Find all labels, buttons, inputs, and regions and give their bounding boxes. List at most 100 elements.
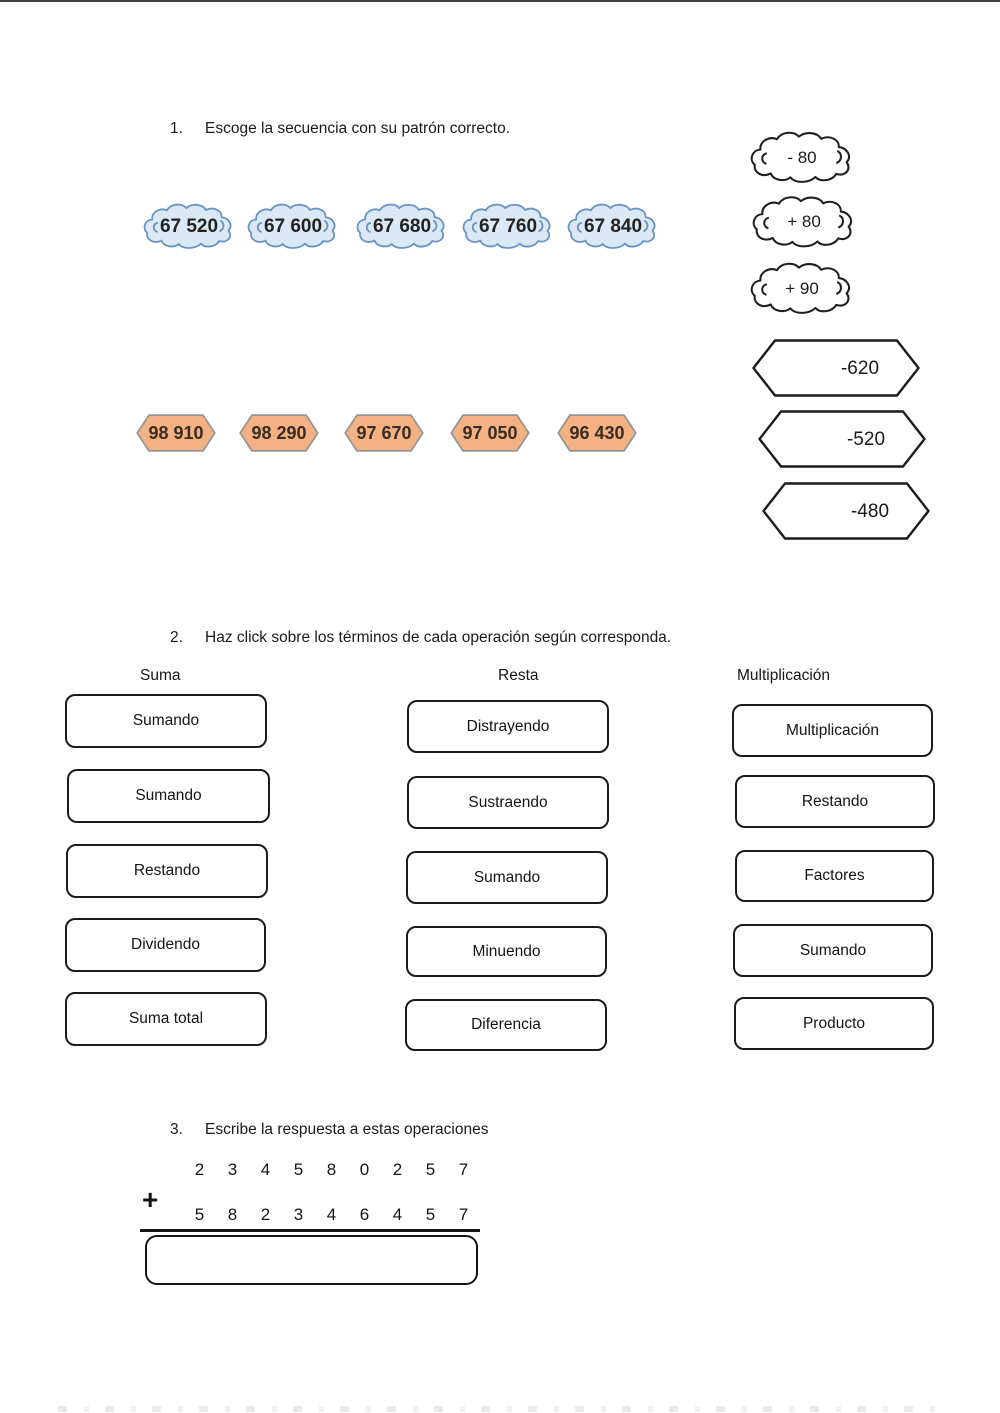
- term-option[interactable]: Suma total: [65, 992, 267, 1046]
- term-label: Sumando: [799, 941, 867, 959]
- q1-number: 1.: [170, 120, 183, 137]
- term-option[interactable]: Sumando: [65, 694, 267, 748]
- q3-heading: 3. Escribe la respuesta a estas operacio…: [170, 1121, 488, 1139]
- addend1-digit: 4: [260, 1160, 271, 1179]
- column-header-multiplicacion: Multiplicación: [737, 667, 831, 684]
- term-option[interactable]: Sustraendo: [407, 776, 609, 829]
- q2-number: 2.: [170, 629, 183, 646]
- term-option[interactable]: Diferencia: [405, 999, 607, 1051]
- pattern-option-hexagon[interactable]: -480: [762, 482, 930, 540]
- term-option[interactable]: Dividendo: [65, 918, 266, 972]
- sequence-cloud: 67 600: [247, 200, 339, 252]
- addend2-digit: 5: [425, 1205, 436, 1224]
- term-label: Dividendo: [131, 936, 200, 953]
- sequence-cloud-value: 67 840: [583, 215, 643, 237]
- addend1-digit: 7: [458, 1160, 469, 1179]
- column-header-suma: Suma: [140, 667, 181, 684]
- sequence-hexagon: 96 430: [556, 414, 638, 452]
- hexagon-icon: [752, 339, 920, 397]
- sequence-hexagon-value: 97 050: [462, 423, 518, 443]
- q3-number: 3.: [170, 1121, 183, 1138]
- term-option[interactable]: Restando: [66, 844, 268, 898]
- sequence-hexagon-value: 98 290: [251, 423, 307, 443]
- answer-input[interactable]: [145, 1235, 478, 1285]
- addend2-digit: 4: [326, 1205, 337, 1224]
- addend1-digit: 2: [392, 1160, 403, 1179]
- term-label: Producto: [802, 1014, 866, 1032]
- pattern-option-label: + 90: [785, 278, 819, 298]
- pattern-option-hexagon[interactable]: -620: [752, 339, 920, 397]
- term-label: Sumando: [132, 712, 200, 729]
- term-label: Multiplicación: [785, 721, 880, 739]
- sum-line: [140, 1229, 480, 1232]
- term-label: Restando: [801, 792, 869, 810]
- addend2-digit: 2: [260, 1205, 271, 1224]
- pattern-option-label: - 80: [787, 147, 817, 167]
- term-option[interactable]: Sumando: [406, 851, 608, 904]
- pattern-option-label: + 80: [787, 212, 821, 231]
- addend2-row: 5 8 2 3 4 6 4 5 7: [183, 1206, 480, 1223]
- page-top-edge: [0, 0, 1000, 2]
- term-option[interactable]: Producto: [734, 997, 934, 1050]
- term-label: Diferencia: [471, 1016, 541, 1033]
- next-page-text-edge: [58, 1406, 948, 1412]
- term-option[interactable]: Factores: [735, 850, 934, 902]
- term-option[interactable]: Distrayendo: [407, 700, 609, 753]
- addend2-digit: 4: [392, 1205, 403, 1224]
- sequence-cloud-value: 67 600: [263, 215, 323, 237]
- pattern-option-label: -620: [840, 357, 880, 379]
- column-header-resta: Resta: [498, 667, 539, 684]
- term-option[interactable]: Minuendo: [406, 926, 607, 977]
- term-label: Distrayendo: [466, 717, 550, 735]
- hexagon-icon: [762, 482, 930, 540]
- q1-prompt: Escoge la secuencia con su patrón correc…: [205, 120, 511, 137]
- addend2-digit: 5: [194, 1205, 205, 1224]
- sequence-cloud: 67 680: [356, 200, 448, 252]
- addend1-digit: 2: [194, 1160, 205, 1179]
- sequence-cloud: 67 760: [462, 200, 554, 252]
- addend1-digit: 8: [326, 1160, 337, 1179]
- pattern-option-cloud[interactable]: + 80: [752, 193, 856, 250]
- sequence-cloud-value: 67 680: [372, 215, 432, 237]
- sequence-cloud: 67 840: [567, 200, 659, 252]
- addend2-digit: 8: [227, 1205, 238, 1224]
- sequence-hexagon: 97 050: [449, 414, 531, 452]
- q2-heading: 2. Haz click sobre los términos de cada …: [170, 629, 671, 647]
- hexagon-icon: [758, 410, 926, 468]
- term-option[interactable]: Restando: [735, 775, 935, 828]
- sequence-hexagon: 98 910: [135, 414, 217, 452]
- pattern-option-label: -520: [846, 428, 886, 450]
- term-option[interactable]: Sumando: [67, 769, 270, 823]
- pattern-option-hexagon[interactable]: -520: [758, 410, 926, 468]
- term-label: Sumando: [135, 787, 202, 804]
- q1-heading: 1. Escoge la secuencia con su patrón cor…: [170, 120, 510, 138]
- addend1-digit: 5: [293, 1160, 304, 1179]
- sequence-hexagon-value: 98 910: [148, 423, 204, 443]
- sequence-hexagon-value: 97 670: [356, 423, 412, 443]
- addend2-digit: 3: [293, 1205, 304, 1224]
- pattern-option-cloud[interactable]: + 90: [750, 260, 854, 316]
- addend1-digit: 0: [359, 1160, 370, 1179]
- term-label: Factores: [804, 867, 865, 884]
- sequence-hexagon: 98 290: [238, 414, 320, 452]
- pattern-option-label: -480: [850, 500, 890, 522]
- q3-prompt: Escribe la respuesta a estas operaciones: [205, 1121, 489, 1138]
- term-option[interactable]: Sumando: [733, 924, 933, 977]
- pattern-option-cloud[interactable]: - 80: [750, 129, 854, 185]
- addend1-digit: 3: [227, 1160, 238, 1179]
- sequence-hexagon: 97 670: [343, 414, 425, 452]
- addend1-digit: 5: [425, 1160, 436, 1179]
- addend1-row: 2 3 4 5 8 0 2 5 7: [183, 1161, 480, 1178]
- sequence-cloud-value: 67 760: [478, 215, 538, 237]
- term-label: Minuendo: [472, 942, 541, 960]
- sequence-cloud-value: 67 520: [159, 215, 219, 237]
- addend2-digit: 6: [359, 1205, 370, 1224]
- sequence-hexagon-value: 96 430: [569, 423, 625, 443]
- term-option[interactable]: Multiplicación: [732, 704, 933, 757]
- q2-prompt: Haz click sobre los términos de cada ope…: [205, 629, 672, 646]
- term-label: Restando: [133, 862, 201, 879]
- term-label: Sustraendo: [468, 793, 548, 811]
- term-label: Sumando: [473, 868, 541, 886]
- addend2-digit: 7: [458, 1205, 469, 1224]
